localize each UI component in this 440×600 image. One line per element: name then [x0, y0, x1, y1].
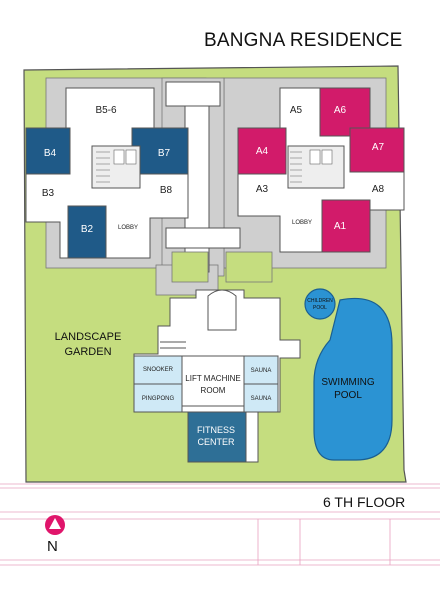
- fitness-label-1: FITNESS: [197, 425, 235, 435]
- unit-b4[interactable]: [25, 127, 71, 175]
- garden-patches: [171, 251, 273, 283]
- building-a-lift-2: [321, 149, 333, 165]
- clubhouse-entrance-arch: [207, 289, 237, 331]
- fitness-center[interactable]: [187, 411, 247, 463]
- unit-a7-label: A7: [372, 142, 385, 153]
- unit-b7-label: B7: [158, 148, 171, 159]
- building-a-lift-1: [309, 149, 321, 165]
- north-label: N: [47, 538, 58, 555]
- unit-b2[interactable]: [67, 205, 107, 259]
- snooker-label: SNOOKER: [143, 367, 174, 373]
- background-grid: [0, 483, 440, 566]
- swimming-pool-label-2: POOL: [334, 390, 362, 401]
- unit-b2-label: B2: [81, 224, 94, 235]
- children-pool[interactable]: [304, 288, 336, 320]
- unit-a3-label: A3: [256, 184, 269, 195]
- lift-machine-label-1: LIFT MACHINE: [185, 374, 240, 383]
- plan-title: BANGNA RESIDENCE: [204, 30, 403, 51]
- pools: CHILDREN POOL SWIMMING POOL: [304, 288, 393, 461]
- unit-a7[interactable]: [349, 127, 405, 173]
- building-a-lobby-label: LOBBY: [292, 220, 312, 226]
- sauna-room-2[interactable]: [243, 383, 279, 413]
- fitness-label-2: CENTER: [197, 437, 235, 447]
- unit-b4-label: B4: [44, 148, 57, 159]
- building-b-lift-1: [113, 149, 125, 165]
- sauna-label-2: SAUNA: [251, 396, 272, 402]
- building-b: B5-6 B4 B7 B3 B8 B2 LOBBY: [25, 87, 189, 259]
- building-a: A5 A6 A4 A7 A3 A8 A1 LOBBY: [237, 87, 405, 253]
- unit-a8-label: A8: [372, 184, 385, 195]
- building-b-stairs: [96, 151, 110, 183]
- swimming-pool-label-1: SWIMMING: [321, 377, 375, 388]
- unit-a5-label: A5: [290, 105, 303, 116]
- swimming-pool[interactable]: [313, 298, 393, 461]
- north-marker: [45, 515, 65, 535]
- clubhouse: SNOOKER PINGPONG LIFT MACHINE ROOM SAUNA…: [133, 289, 301, 463]
- building-a-stairs: [290, 151, 302, 183]
- children-pool-label-1: CHILDREN: [307, 298, 333, 304]
- unit-a4-label: A4: [256, 146, 269, 157]
- unit-a6-label: A6: [334, 105, 347, 116]
- sauna-label-1: SAUNA: [251, 368, 272, 374]
- pingpong-room[interactable]: [133, 383, 183, 413]
- unit-b56-label: B5-6: [95, 105, 117, 116]
- lift-machine-label-2: ROOM: [201, 386, 226, 395]
- north-arrow-icon: [49, 518, 61, 529]
- unit-a4[interactable]: [237, 127, 287, 175]
- unit-b3-label: B3: [42, 188, 55, 199]
- unit-b8-label: B8: [160, 185, 173, 196]
- floor-label: 6 TH FLOOR: [323, 494, 406, 510]
- landscape-garden-label-2: GARDEN: [64, 346, 111, 358]
- building-b-lobby-label: LOBBY: [118, 225, 138, 231]
- pingpong-label: PINGPONG: [142, 396, 175, 402]
- central-walkway: [165, 81, 241, 273]
- children-pool-label-2: POOL: [313, 305, 327, 311]
- building-b-lift-2: [125, 149, 137, 165]
- landscape-garden-label-1: LANDSCAPE: [55, 331, 122, 343]
- unit-a1[interactable]: [321, 199, 371, 253]
- unit-a1-label: A1: [334, 221, 347, 232]
- unit-b7[interactable]: [131, 127, 189, 175]
- sauna-room-1[interactable]: [243, 355, 279, 385]
